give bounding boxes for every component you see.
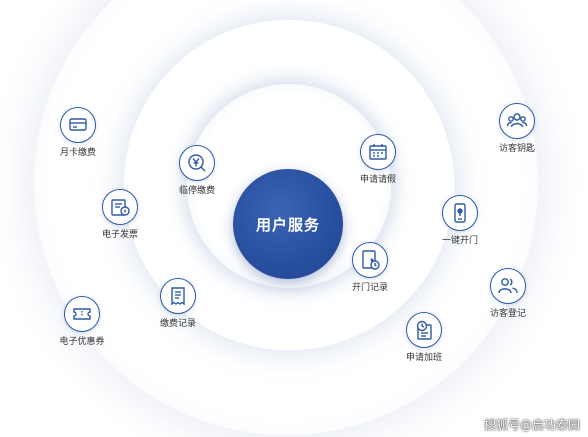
node-monthly-card[interactable]: 月卡缴费 (23, 107, 133, 159)
watermark: 搜狐号@启功泰园 (483, 418, 580, 432)
coupon-icon (64, 296, 100, 332)
invoice-icon (102, 189, 138, 225)
node-overtime-request[interactable]: 申请加班 (369, 312, 479, 364)
door-clock-icon (352, 242, 388, 278)
node-visitor-key[interactable]: 访客钥匙 (462, 103, 572, 155)
node-e-invoice[interactable]: 电子发票 (65, 189, 175, 241)
center-hub: 用户服务 (233, 169, 343, 279)
people-group-icon (499, 103, 535, 139)
door-phone-icon (442, 195, 478, 231)
clock-document-icon (406, 312, 442, 348)
node-visitor-register[interactable]: 访客登记 (453, 268, 563, 320)
node-e-coupon[interactable]: 电子优惠券 (27, 296, 137, 348)
node-label: 访客钥匙 (498, 144, 535, 154)
node-one-key-open[interactable]: 一键开门 (405, 195, 515, 247)
calendar-icon (360, 134, 396, 170)
visitors-icon (490, 268, 526, 304)
node-label: 临停缴费 (178, 186, 215, 196)
node-label: 一键开门 (441, 236, 478, 246)
node-label: 申请请假 (359, 175, 396, 185)
node-label: 访客登记 (489, 309, 526, 319)
node-label: 开门记录 (351, 283, 388, 293)
node-label: 电子优惠券 (59, 337, 105, 347)
node-temp-parking[interactable]: 临停缴费 (142, 145, 252, 197)
card-icon (60, 107, 96, 143)
node-label: 缴费记录 (159, 319, 196, 329)
node-door-record[interactable]: 开门记录 (315, 242, 425, 294)
center-label: 用户服务 (255, 215, 320, 234)
yen-coin-icon (179, 145, 215, 181)
node-label: 电子发票 (101, 230, 138, 240)
node-label: 月卡缴费 (59, 148, 96, 158)
node-label: 申请加班 (405, 353, 442, 363)
receipt-icon (160, 278, 196, 314)
node-leave-request[interactable]: 申请请假 (323, 134, 433, 186)
node-payment-record[interactable]: 缴费记录 (123, 278, 233, 330)
